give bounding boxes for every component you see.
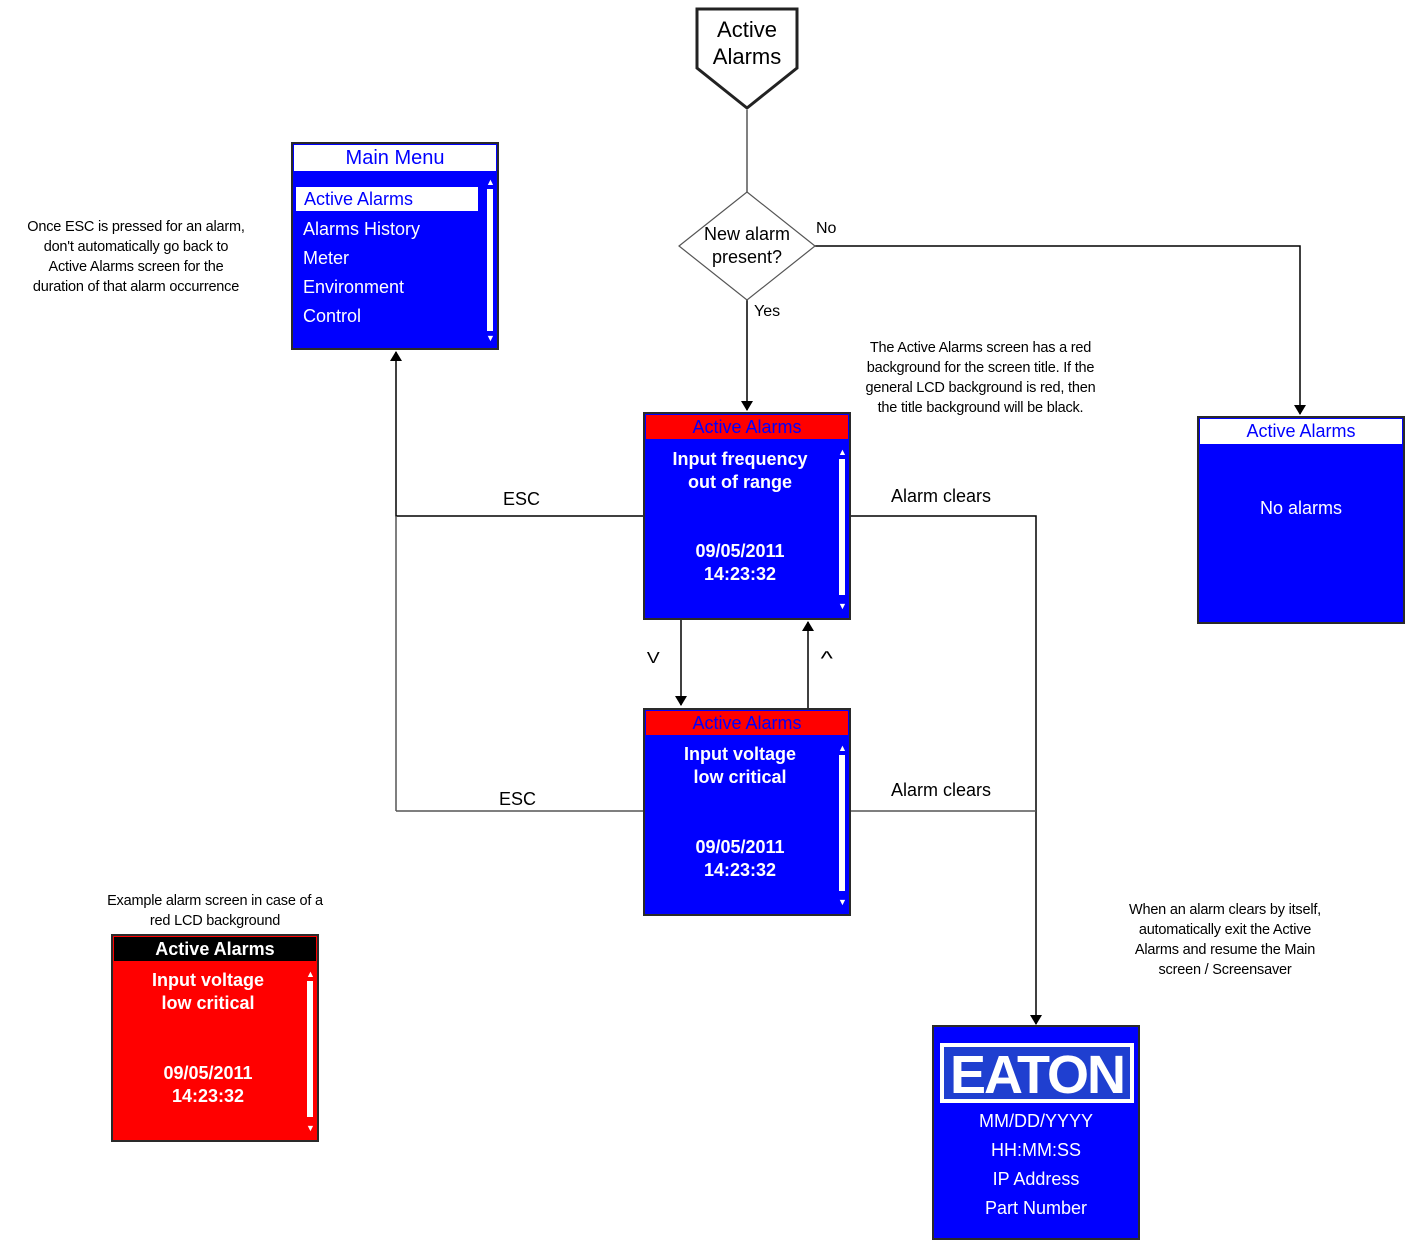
eaton-logo-box: EATON [940,1043,1134,1105]
scroll-track[interactable] [839,755,845,891]
eaton-logo-text: EATON [950,1045,1124,1103]
eaton-time: HH:MM:SS [991,1140,1081,1160]
start-label-line2: Alarms [712,44,782,69]
alarm-screen-title: Active Alarms [646,415,848,439]
scroll-track[interactable] [487,189,493,331]
alarm-clears-label-2: Alarm clears [891,780,992,800]
up-label: ^ [820,648,833,670]
esc-label-1: ESC [503,489,541,509]
decision-no-label: No [816,220,837,237]
scroll-down-icon[interactable]: ▼ [306,1123,315,1133]
alarm-screen-title: Active Alarms [646,711,848,735]
eaton-date: MM/DD/YYYY [978,1111,1093,1131]
esc-note: Once ESC is pressed for an alarm, don't … [27,219,245,295]
scroll-down-icon[interactable]: ▼ [838,601,847,611]
scroll-up-icon[interactable]: ▲ [486,177,495,187]
alarm-screen-red-example: Active Alarms Input voltage low critical… [111,934,319,1142]
alarm-timestamp: 09/05/2011 14:23:32 [163,1063,253,1106]
auto-exit-note: When an alarm clears by itself, automati… [1128,902,1322,978]
scroll-track[interactable] [307,981,313,1117]
esc-label-2: ESC [499,789,537,809]
eaton-main-screen: EATON MM/DD/YYYY HH:MM:SS IP Address Par… [932,1025,1140,1240]
alarm-timestamp: 09/05/2011 14:23:32 [695,837,785,880]
alarm-scrollbar[interactable]: ▲ ▼ [838,447,847,615]
alarm-message: Input frequency out of range [672,449,808,492]
start-node: Active Alarms [697,16,797,70]
alarm-scrollbar[interactable]: ▲ ▼ [838,743,847,911]
start-label-line1: Active [717,17,777,42]
no-alarms-title: Active Alarms [1200,419,1402,444]
alarm-message: Input voltage low critical [684,744,796,787]
menu-item-meter[interactable]: Meter [303,248,350,268]
red-example-note: Example alarm screen in case of a red LC… [107,893,323,929]
decision-line1: New alarm [703,224,791,244]
scroll-up-icon[interactable]: ▲ [306,969,315,979]
alarm-screen-title: Active Alarms [114,937,316,961]
main-menu-screen: Main Menu Active Alarms Alarms History M… [291,142,499,350]
start-shape [695,7,799,110]
alarm-timestamp: 09/05/2011 14:23:32 [695,541,785,584]
down-label: V [646,650,660,667]
connector-alarm-clears-1 [850,515,1042,1025]
alarm-message: Input voltage low critical [152,970,264,1013]
scroll-down-icon[interactable]: ▼ [838,897,847,907]
decision-yes-label: Yes [754,303,781,320]
alarm-clears-label-1: Alarm clears [891,486,992,506]
eaton-logo: EATON [944,1045,1130,1105]
no-alarms-message: No alarms [1259,498,1343,518]
menu-item-control[interactable]: Control [303,306,362,326]
connector-no [815,245,1306,415]
alarm-screen-voltage: Active Alarms Input voltage low critical… [643,708,851,916]
eaton-part-number: Part Number [984,1198,1088,1218]
decision-diamond [678,191,816,301]
main-menu-scrollbar[interactable]: ▲ ▼ [486,177,495,345]
scroll-up-icon[interactable]: ▲ [838,447,847,457]
eaton-ip-address: IP Address [992,1169,1080,1189]
menu-item-environment[interactable]: Environment [303,277,405,297]
decision-line2: present? [711,247,783,267]
scroll-down-icon[interactable]: ▼ [486,333,495,343]
red-title-note: The Active Alarms screen has a red backg… [865,340,1096,416]
alarm-scrollbar[interactable]: ▲ ▼ [306,969,315,1137]
main-menu-title: Main Menu [294,145,496,171]
scroll-up-icon[interactable]: ▲ [838,743,847,753]
scroll-track[interactable] [839,459,845,595]
menu-item-alarms-history[interactable]: Alarms History [303,219,421,239]
menu-item-active-alarms[interactable]: Active Alarms [296,187,478,211]
decision-node: New alarm present? [680,223,814,269]
alarm-screen-frequency: Active Alarms Input frequency out of ran… [643,412,851,620]
no-alarms-screen: Active Alarms No alarms [1197,416,1405,624]
